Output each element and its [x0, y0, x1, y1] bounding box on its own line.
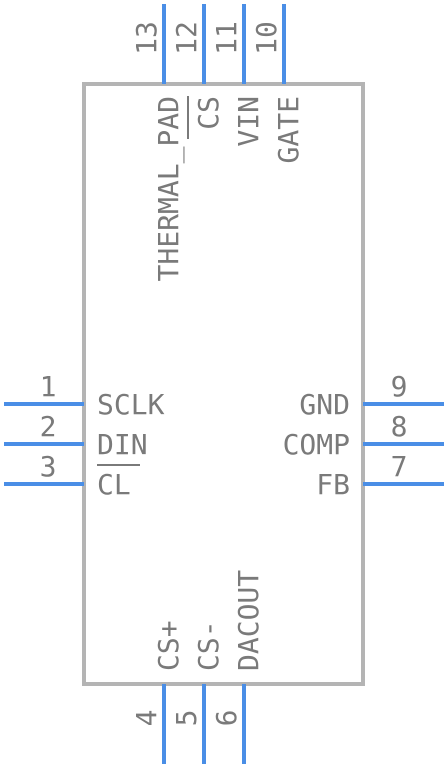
pin-7-number: 7	[391, 450, 408, 483]
pin-4-name: CS+	[152, 620, 185, 671]
pin-13-name: THERMAL_PAD	[152, 96, 186, 281]
pin-5-name: CS-	[192, 620, 225, 671]
pin-12-number: 12	[170, 21, 203, 55]
pin-11-number: 11	[210, 21, 243, 55]
pin-4-number: 4	[130, 710, 163, 727]
pin-3-name: CL	[97, 468, 131, 501]
pin-2-number: 2	[40, 410, 57, 443]
pin-12-name: CS	[192, 96, 225, 130]
pin-11-name: VIN	[232, 96, 265, 147]
pin-1-name: SCLK	[97, 388, 165, 421]
pin-7-name: FB	[316, 468, 350, 501]
pin-2-name: DIN	[97, 428, 148, 461]
pin-9-name: GND	[299, 388, 350, 421]
pin-3-number: 3	[40, 450, 57, 483]
pin-5-number: 5	[170, 710, 203, 727]
pin-6-name: DACOUT	[232, 570, 265, 671]
pin-10-name: GATE	[272, 96, 305, 163]
pin-13-number: 13	[130, 21, 163, 55]
pin-8-name: COMP	[283, 428, 350, 461]
pin-9-number: 9	[391, 370, 408, 403]
pin-6-number: 6	[210, 710, 243, 727]
pin-8-number: 8	[391, 410, 408, 443]
component-body	[82, 82, 365, 686]
pin-1-number: 1	[40, 370, 57, 403]
pin-10-number: 10	[250, 21, 283, 55]
